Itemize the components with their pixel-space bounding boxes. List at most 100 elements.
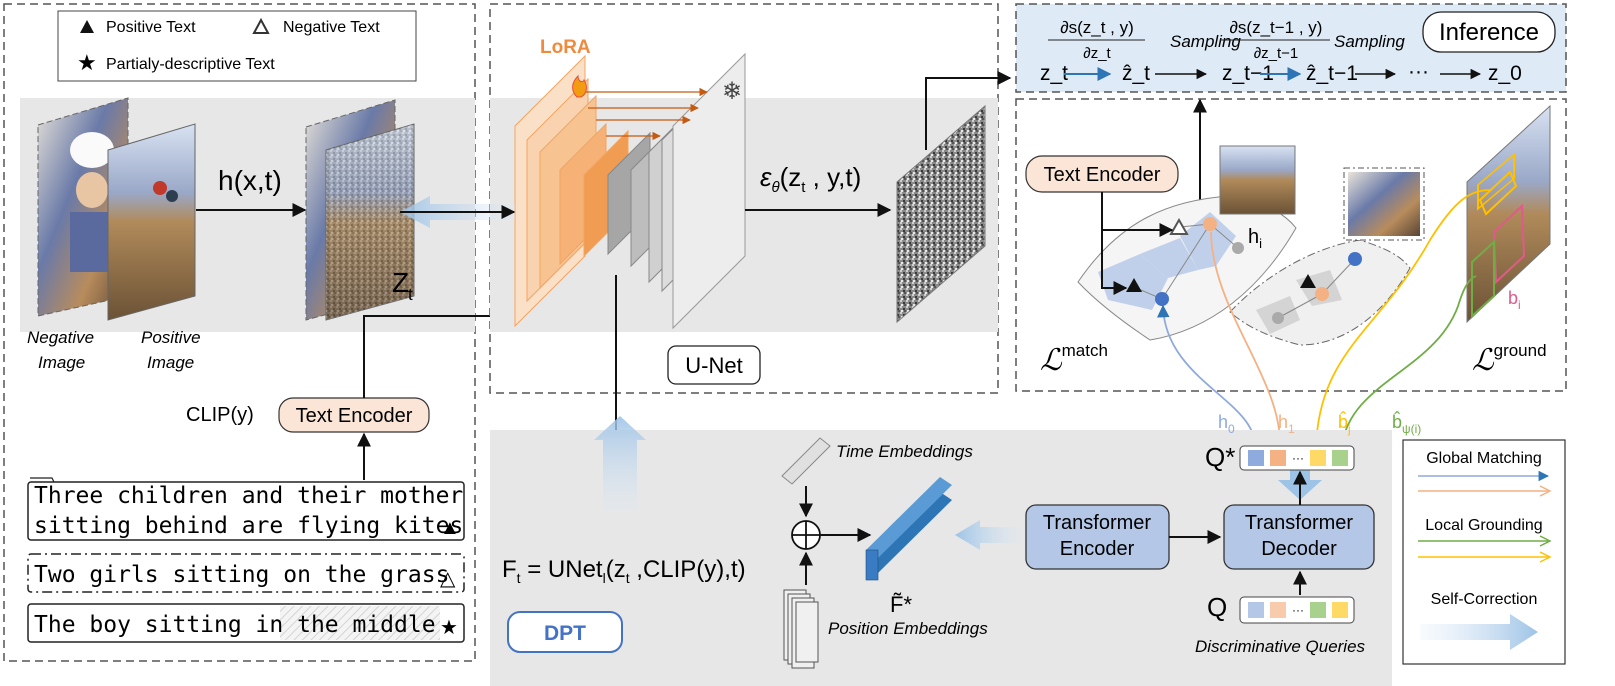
pink-box-shape bbox=[1492, 203, 1526, 285]
bpsi-label: b̂ψ(i) bbox=[1392, 411, 1421, 436]
time-embedding-bar bbox=[781, 437, 831, 485]
epsilon-args: (z bbox=[780, 162, 802, 192]
negative-text-line: Two girls sitting on the grass bbox=[34, 562, 449, 588]
transformer-decoder-line1: Transformer bbox=[1245, 512, 1354, 534]
seq-z-0: z_0 bbox=[1488, 62, 1522, 85]
dpt-label-box bbox=[507, 611, 623, 653]
position-embeddings-label: Position Embeddings bbox=[828, 619, 988, 638]
lora-connections bbox=[586, 87, 708, 141]
svg-text:···: ··· bbox=[1292, 603, 1304, 617]
matched-image-positive bbox=[1219, 145, 1296, 215]
legend-global-matching: Global Matching bbox=[1426, 450, 1542, 467]
q-star-label: Q* bbox=[1205, 442, 1235, 472]
blue-query-point bbox=[1155, 292, 1169, 306]
grad1-den: ∂z_t bbox=[1083, 45, 1111, 62]
inference-title: Inference bbox=[1439, 19, 1539, 46]
grounding-image bbox=[1466, 104, 1551, 324]
partial-marker: ★ bbox=[440, 617, 458, 639]
latent-sub: t bbox=[408, 285, 413, 304]
transformer-decoder-line2: Decoder bbox=[1261, 538, 1337, 560]
time-embeddings-label: Time Embeddings bbox=[836, 442, 973, 461]
legend-partial: Partialy-descriptive Text bbox=[106, 56, 275, 73]
sampling-sequence: z_t ẑ_t z_t−1 ẑ_t−1 ··· z_0 bbox=[1040, 60, 1522, 85]
bj-curve bbox=[1315, 189, 1491, 447]
sampling-2: Sampling bbox=[1334, 32, 1405, 51]
b-i-label: bi bbox=[1508, 288, 1521, 312]
grad1-num: ∂s(z_t , y) bbox=[1060, 18, 1134, 37]
left-panel: Positive Text Negative Text ★ Partialy-d… bbox=[3, 3, 514, 662]
noisy-latent-image bbox=[305, 99, 415, 321]
positive-text-line2: sitting behind are flying kites bbox=[34, 513, 463, 539]
seq-zhat-t-1: ẑ_t−1 bbox=[1306, 62, 1358, 85]
positive-image-label-1: Positive bbox=[141, 328, 201, 347]
positive-marker: ▲ bbox=[440, 517, 460, 539]
sampling-1: Sampling bbox=[1170, 32, 1241, 51]
transformer-encoder-line1: Transformer bbox=[1043, 512, 1152, 534]
clip-to-unet-arrow bbox=[363, 309, 514, 398]
legend-local-grounding: Local Grounding bbox=[1425, 517, 1542, 534]
positive-text-point bbox=[1126, 278, 1142, 292]
l-match-label: ℒmatch bbox=[1040, 341, 1108, 378]
unet-label-box bbox=[667, 345, 761, 385]
theta-sub: θ bbox=[771, 179, 779, 196]
q-label: Q bbox=[1207, 592, 1227, 622]
negative-image bbox=[37, 97, 129, 317]
positive-text-line1: Three children and their mother bbox=[34, 483, 463, 509]
outline-triangle-icon bbox=[252, 17, 270, 34]
epsilon-symbol: ε bbox=[760, 162, 772, 192]
epsilon-eq: εθ(zt , y,t) bbox=[760, 162, 861, 196]
epsilon-t-sub: t bbox=[801, 179, 806, 196]
predicted-noise bbox=[896, 104, 986, 324]
noise-to-inference-arrow bbox=[925, 71, 1012, 150]
position-embeddings-stack bbox=[783, 589, 819, 669]
seq-zhat-t: ẑ_t bbox=[1122, 62, 1150, 85]
seq-z-t-1: z_t−1 bbox=[1222, 62, 1274, 85]
seq-z-t: z_t bbox=[1040, 62, 1068, 85]
bpsi-curve bbox=[1341, 275, 1477, 447]
partial-gray-point bbox=[1272, 312, 1284, 324]
latent-label: Z bbox=[392, 267, 409, 298]
yellow-box-shape bbox=[1478, 170, 1518, 216]
negative-text-point bbox=[1169, 217, 1189, 235]
orange-query-point bbox=[1203, 217, 1217, 231]
dpt-label: DPT bbox=[544, 622, 586, 645]
lora-label: LoRA bbox=[540, 37, 591, 58]
bj-label: b̂j bbox=[1338, 411, 1351, 436]
partial-text-card: The boy sitting in the middle ★ bbox=[27, 603, 465, 643]
self-correction-up-arrow bbox=[594, 416, 646, 512]
legend-negative: Negative Text bbox=[283, 19, 380, 36]
clip-text-encoder-label: Text Encoder bbox=[296, 405, 413, 427]
grad2-den: ∂z_t−1 bbox=[1254, 45, 1299, 62]
flame-icon bbox=[572, 74, 587, 98]
gray-query-point bbox=[1232, 242, 1244, 254]
positive-image-label-2: Image bbox=[147, 353, 194, 372]
yellow-box bbox=[1477, 152, 1515, 211]
feature-blocks bbox=[865, 477, 952, 581]
seq-dots: ··· bbox=[1408, 60, 1429, 83]
ft-equation: Ft = UNetl(zt ,CLIP(y),t) bbox=[502, 556, 746, 586]
positive-image bbox=[107, 123, 196, 321]
transformer-encoder-line2: Encoder bbox=[1060, 538, 1135, 560]
star-icon: ★ bbox=[77, 50, 97, 75]
negative-marker: △ bbox=[440, 568, 456, 590]
dpt-panel: DPT Ft = UNetl(zt ,CLIP(y),t) Time Embed… bbox=[490, 411, 1421, 686]
arrow-type-legend: Global Matching Local Grounding Self-Cor… bbox=[1402, 439, 1566, 665]
negative-image-label-1: Negative bbox=[27, 328, 94, 347]
epsilon-args-rest: , y,t) bbox=[805, 162, 861, 192]
inference-panel: Inference ∂s(z_t , y) ∂z_t Sampling ∂s(z… bbox=[1015, 3, 1567, 93]
positive-text-card: Three children and their mother sitting … bbox=[27, 477, 465, 541]
h-i-label: hi bbox=[1248, 226, 1262, 251]
clip-text-encoder-box bbox=[278, 397, 430, 433]
self-correction-legend-arrow bbox=[1420, 614, 1538, 650]
grad2-num: ∂s(z_t−1 , y) bbox=[1230, 18, 1323, 37]
noise-function: h(x,t) bbox=[218, 165, 282, 196]
snowflake-icon: ❄ bbox=[722, 78, 742, 105]
unet-blocks bbox=[607, 52, 746, 330]
discriminative-queries-label: Discriminative Queries bbox=[1195, 637, 1366, 656]
lora-blocks bbox=[514, 54, 629, 328]
f-star-label: F̃* bbox=[890, 592, 912, 617]
negative-text-card: Two girls sitting on the grass △ bbox=[27, 553, 465, 593]
encoder-to-positive-arrow bbox=[1101, 192, 1128, 295]
unet-label: U-Net bbox=[685, 353, 742, 378]
